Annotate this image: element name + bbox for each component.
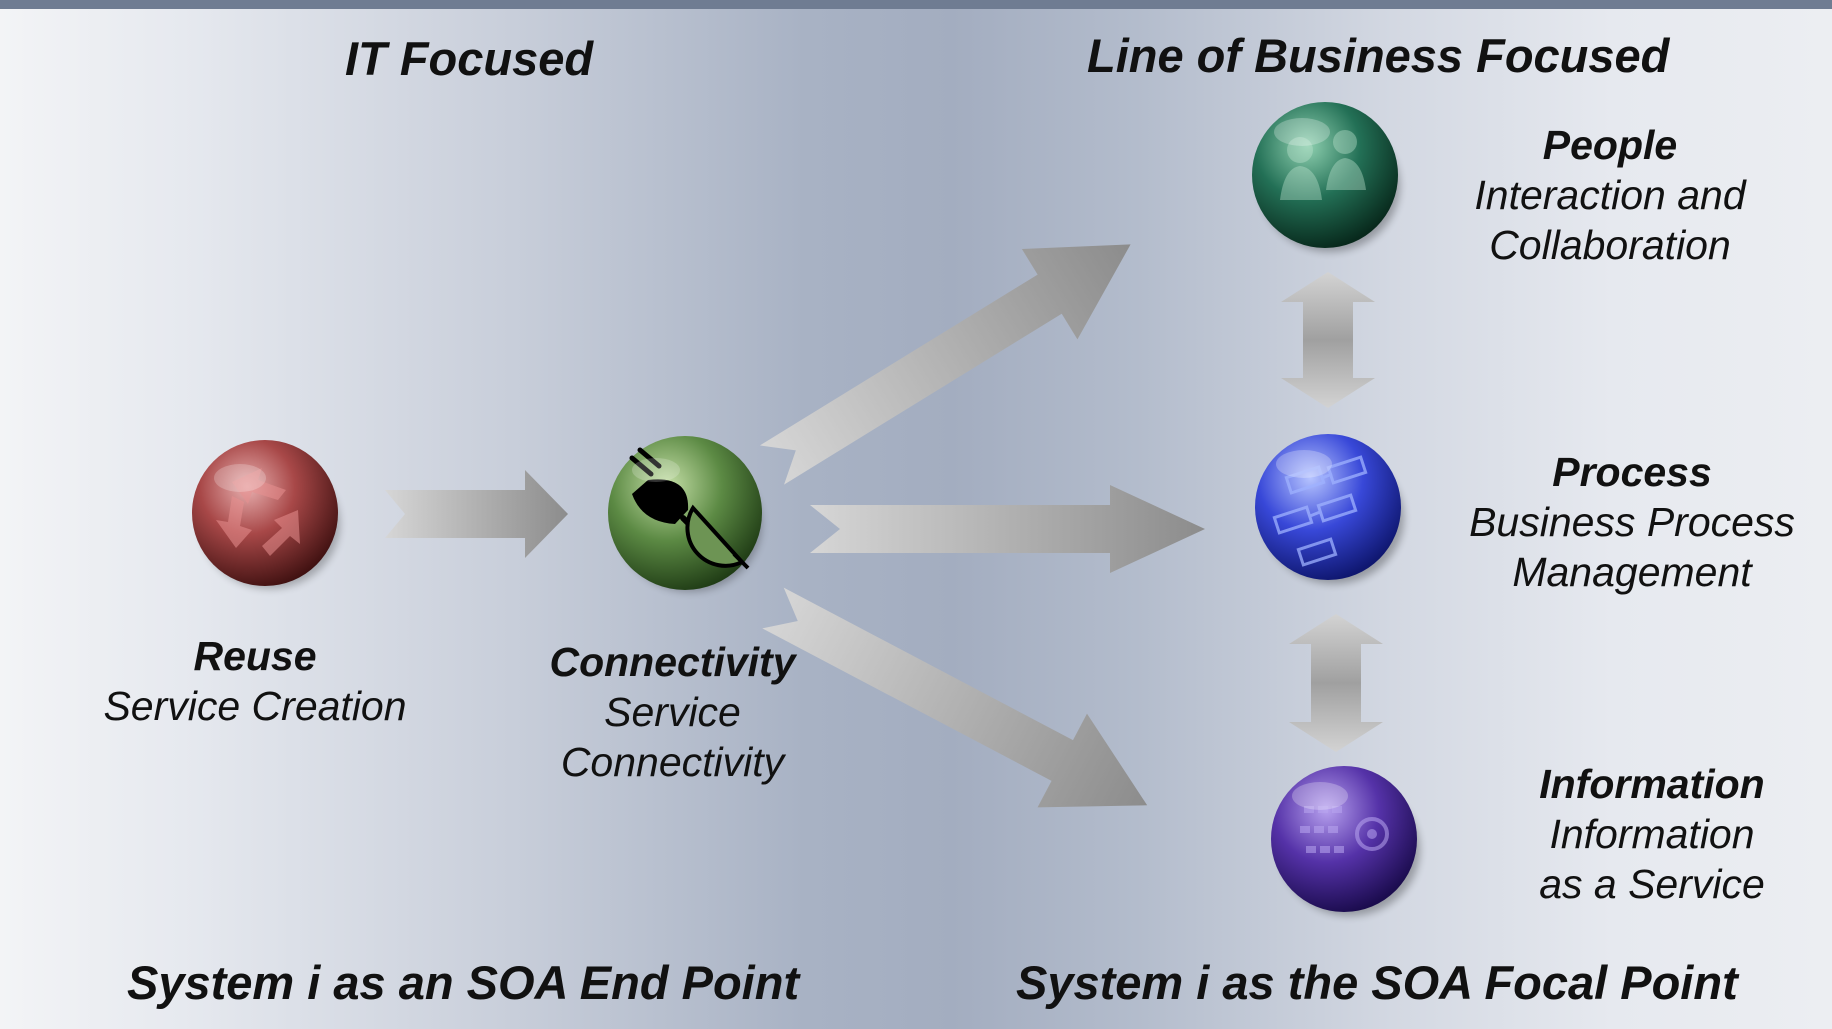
information-line1: Information (1549, 811, 1755, 857)
process-line2: Management (1512, 549, 1752, 595)
reuse-label: Reuse Service Creation (75, 636, 435, 736)
information-title: Information (1539, 761, 1765, 807)
arrow-connectivity-to-people (759, 244, 1131, 485)
reuse-sphere (192, 440, 340, 589)
database-icon (1300, 806, 1389, 853)
top-border (0, 0, 1832, 9)
people-sphere (1252, 102, 1400, 252)
people-title: People (1542, 122, 1678, 168)
people-icon (1280, 130, 1366, 200)
connectivity-title: Connectivity (549, 639, 796, 685)
reuse-subtitle: Service Creation (103, 683, 407, 729)
arrow-connectivity-to-process (810, 485, 1205, 573)
information-label: Information Information as a Service (1477, 764, 1827, 914)
connectivity-sphere (608, 436, 762, 592)
information-sphere (1271, 766, 1420, 916)
heading-soa-focal-point: System i as the SOA Focal Point (1016, 956, 1738, 1009)
information-line2: as a Service (1539, 861, 1765, 907)
arrow-process-information (1289, 614, 1383, 752)
process-line1: Business Process (1469, 499, 1795, 545)
heading-it-focused: IT Focused (345, 32, 594, 85)
process-label: Process Business Process Management (1442, 452, 1822, 602)
heading-soa-end-point: System i as an SOA End Point (127, 956, 800, 1009)
heading-lob-focused: Line of Business Focused (1087, 29, 1670, 82)
people-label: People Interaction and Collaboration (1430, 125, 1790, 275)
people-line2: Collaboration (1489, 222, 1731, 268)
connectivity-label: Connectivity Service Connectivity (500, 642, 845, 792)
arrow-people-process (1281, 272, 1375, 408)
reuse-title: Reuse (193, 633, 317, 679)
plug-icon (629, 447, 750, 570)
people-line1: Interaction and (1474, 172, 1746, 218)
process-sphere (1255, 434, 1404, 584)
arrow-connectivity-to-information (762, 587, 1148, 808)
connectivity-line2: Connectivity (560, 739, 785, 785)
process-title: Process (1552, 449, 1712, 495)
flowchart-icon (1272, 455, 1368, 567)
connectivity-line1: Service (604, 689, 741, 735)
arrow-reuse-to-connectivity (385, 470, 568, 558)
recycle-icon (216, 468, 300, 556)
